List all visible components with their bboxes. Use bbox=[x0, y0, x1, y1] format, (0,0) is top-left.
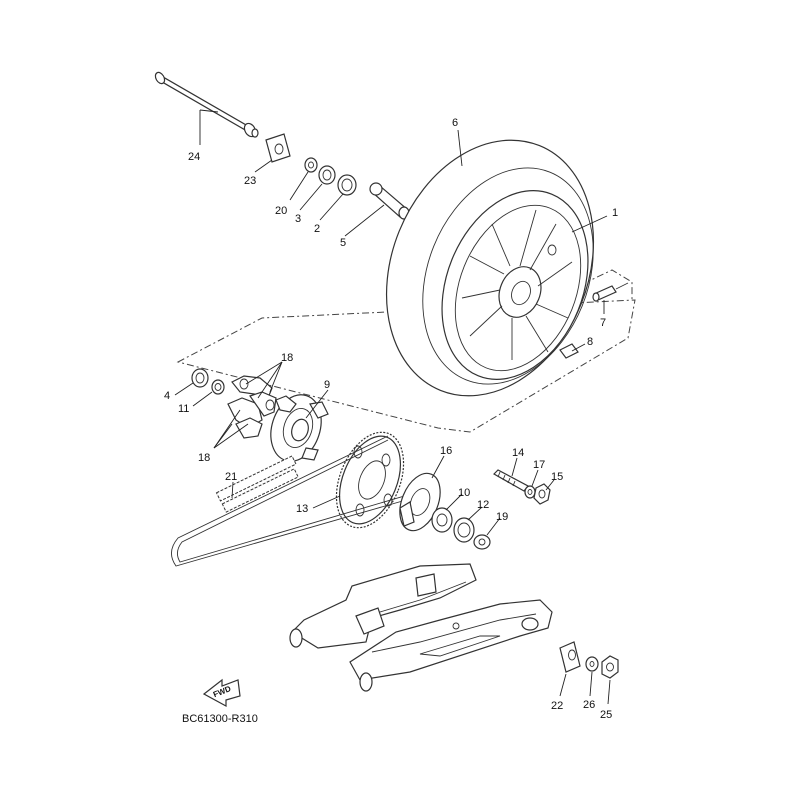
callout-6: 6 bbox=[452, 117, 458, 129]
flange-oil-seal-part bbox=[453, 517, 475, 543]
adjuster-plate-part bbox=[265, 133, 291, 163]
callout-14: 14 bbox=[512, 447, 524, 459]
axle-nut-part bbox=[601, 655, 619, 679]
flange-collar-part bbox=[473, 534, 491, 550]
oil-seal-small-part bbox=[211, 379, 225, 395]
callout-12: 12 bbox=[477, 499, 489, 511]
balance-weight-part bbox=[559, 343, 579, 359]
rear-adjuster-part bbox=[559, 641, 581, 673]
clutch-hub-part bbox=[270, 394, 329, 462]
callout-5: 5 bbox=[340, 237, 346, 249]
driven-flange-bearing-part bbox=[431, 507, 453, 533]
callout-18-bottom: 18 bbox=[198, 452, 210, 464]
callout-24: 24 bbox=[188, 151, 200, 163]
callout-4: 4 bbox=[164, 390, 170, 402]
adjuster-washer-part bbox=[585, 656, 599, 672]
valve-group-boundary bbox=[569, 269, 633, 300]
callout-1: 1 bbox=[612, 207, 618, 219]
hub-damper-part bbox=[227, 375, 277, 439]
callout-19: 19 bbox=[496, 511, 508, 523]
callout-7: 7 bbox=[600, 317, 606, 329]
stud-bolt-part bbox=[493, 469, 529, 492]
forward-direction-arrow: FWD bbox=[202, 678, 241, 708]
wheel-assembly-boundary bbox=[176, 299, 636, 433]
nut-part bbox=[533, 483, 551, 505]
sprocket-plate-part bbox=[399, 472, 441, 532]
callout-8: 8 bbox=[587, 336, 593, 348]
callout-9: 9 bbox=[324, 379, 330, 391]
rear-axle-part bbox=[154, 71, 259, 138]
callout-18-top: 18 bbox=[281, 352, 293, 364]
callout-21: 21 bbox=[225, 471, 237, 483]
callout-13: 13 bbox=[296, 503, 308, 515]
hub-bearing-part bbox=[191, 368, 209, 388]
washer-part bbox=[524, 485, 536, 499]
callout-16: 16 bbox=[440, 445, 452, 457]
tire-valve-part bbox=[592, 282, 629, 302]
callout-25: 25 bbox=[600, 709, 612, 721]
callout-10: 10 bbox=[458, 487, 470, 499]
oil-seal-part bbox=[318, 165, 336, 185]
callout-26: 26 bbox=[583, 699, 595, 711]
callout-15: 15 bbox=[551, 471, 563, 483]
callout-22: 22 bbox=[551, 700, 563, 712]
callout-2: 2 bbox=[314, 223, 320, 235]
bearing-part bbox=[337, 174, 357, 196]
diagram-code: BC61300-R310 bbox=[182, 713, 258, 725]
callout-17: 17 bbox=[533, 459, 545, 471]
callout-11: 11 bbox=[178, 403, 189, 415]
spacer-tube-part bbox=[369, 182, 410, 220]
rear-wheel-part bbox=[441, 190, 589, 380]
swingarm-part bbox=[289, 563, 553, 692]
collar-part bbox=[304, 157, 318, 173]
callout-23: 23 bbox=[244, 175, 256, 187]
callout-3: 3 bbox=[295, 213, 301, 225]
leader-lines bbox=[174, 109, 611, 705]
callout-20: 20 bbox=[275, 205, 287, 217]
drive-chain-part bbox=[171, 435, 421, 567]
